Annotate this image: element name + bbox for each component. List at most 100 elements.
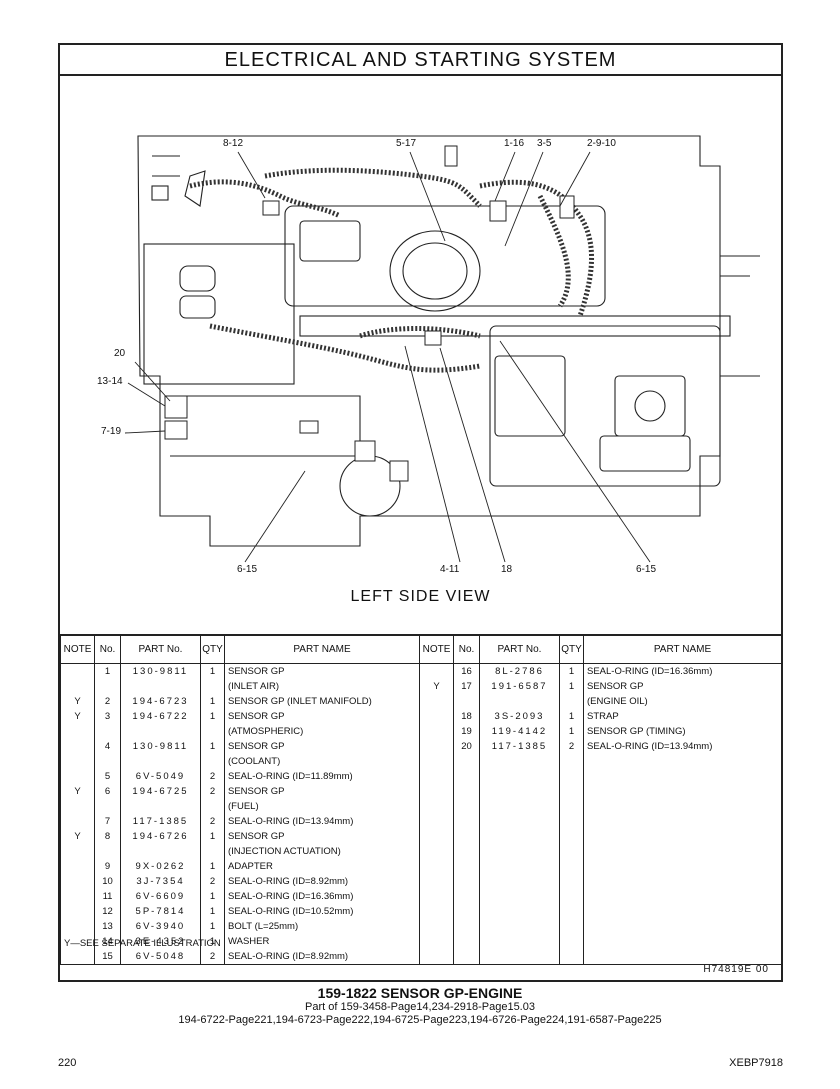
cell-part-no: [120, 754, 201, 769]
cell-note: [419, 829, 454, 844]
cell-part-name: SEAL-O-RING (ID=16.36mm): [583, 663, 782, 679]
cell-item-no: 5: [94, 769, 121, 784]
callout-4-11: 4-11: [440, 564, 460, 575]
cell-item-no: [453, 784, 480, 799]
cell-qty: [200, 799, 225, 814]
cell-part-no: [479, 784, 560, 799]
cell-part-no: 130-9811: [120, 739, 201, 754]
cell-note: [60, 904, 95, 919]
cell-part-name: (ATMOSPHERIC): [224, 724, 420, 739]
engine-drawing: [124, 135, 760, 563]
cell-item-no: [453, 904, 480, 919]
cell-item-no: 11: [94, 889, 121, 904]
illustration-reference: H74819E 00: [703, 964, 769, 975]
cell-part-no: [479, 799, 560, 814]
cell-part-name: SEAL-O-RING (ID=8.92mm): [224, 949, 420, 965]
cell-part-name: SEAL-O-RING (ID=13.94mm): [224, 814, 420, 829]
cell-note: [419, 934, 454, 949]
cell-qty: 1: [200, 829, 225, 844]
cell-note: [419, 754, 454, 769]
header-no: No.: [453, 636, 480, 664]
cell-part-name: SEAL-O-RING (ID=8.92mm): [224, 874, 420, 889]
cell-qty: [559, 889, 584, 904]
callout-13-14: 13-14: [97, 376, 123, 387]
cell-part-name: [583, 874, 782, 889]
cell-part-no: [479, 844, 560, 859]
cell-item-no: 20: [453, 739, 480, 754]
cell-item-no: [94, 844, 121, 859]
callout-2-9-10: 2-9-10: [587, 138, 616, 149]
cell-note: [60, 663, 95, 679]
cell-qty: [559, 934, 584, 949]
cell-item-no: [453, 919, 480, 934]
cell-part-no: 117-1385: [120, 814, 201, 829]
header-note: NOTE: [60, 636, 95, 664]
table-header-row: NOTE No. PART No. QTY PART NAME NOTE No.…: [60, 636, 782, 664]
cell-note: [419, 874, 454, 889]
cell-item-no: 2: [94, 694, 121, 709]
cell-item-no: 3: [94, 709, 121, 724]
cell-item-no: 17: [453, 679, 480, 694]
cell-item-no: 15: [94, 949, 121, 965]
cell-part-name: [583, 799, 782, 814]
cell-note: Y: [60, 694, 95, 709]
cell-part-no: [120, 679, 201, 694]
cell-note: [419, 814, 454, 829]
cell-qty: [559, 694, 584, 709]
cell-part-name: SENSOR GP: [224, 709, 420, 724]
cell-part-no: [479, 949, 560, 965]
cell-part-no: [120, 844, 201, 859]
cell-part-no: 194-6725: [120, 784, 201, 799]
cell-part-name: [583, 829, 782, 844]
view-label: LEFT SIDE VIEW: [350, 588, 491, 605]
cell-part-no: 117-1385: [479, 739, 560, 754]
cell-item-no: 13: [94, 919, 121, 934]
cell-part-no: 6V-5048: [120, 949, 201, 965]
callout-5-17: 5-17: [396, 138, 417, 149]
cell-part-name: [583, 904, 782, 919]
cell-qty: 1: [200, 904, 225, 919]
callout-3-5: 3-5: [537, 138, 552, 149]
cell-qty: 1: [200, 709, 225, 724]
cell-item-no: [453, 829, 480, 844]
callout-6-15-right: 6-15: [636, 564, 657, 575]
cell-note: [419, 889, 454, 904]
cell-qty: [559, 754, 584, 769]
cell-qty: [200, 754, 225, 769]
cell-part-name: [583, 844, 782, 859]
cell-part-name: [583, 934, 782, 949]
cell-qty: [559, 829, 584, 844]
cell-item-no: [453, 889, 480, 904]
cell-note: [419, 694, 454, 709]
cell-part-name: SENSOR GP: [224, 739, 420, 754]
cell-part-no: 130-9811: [120, 663, 201, 679]
cell-note: Y: [60, 829, 95, 844]
cell-qty: [200, 844, 225, 859]
cell-qty: 2: [200, 769, 225, 784]
cell-part-no: [479, 829, 560, 844]
cell-part-no: 191-6587: [479, 679, 560, 694]
cell-part-no: [479, 919, 560, 934]
header-part-no: PART No.: [120, 636, 201, 664]
cell-part-name: [583, 769, 782, 784]
cell-qty: [559, 844, 584, 859]
cell-qty: 1: [200, 889, 225, 904]
cell-part-name: (FUEL): [224, 799, 420, 814]
callout-8-12: 8-12: [223, 138, 244, 149]
cell-note: [60, 739, 95, 754]
cell-item-no: 9: [94, 859, 121, 874]
cell-item-no: 7: [94, 814, 121, 829]
cell-note: [419, 859, 454, 874]
cell-part-no: [479, 814, 560, 829]
table-row: (FUEL): [60, 799, 782, 814]
